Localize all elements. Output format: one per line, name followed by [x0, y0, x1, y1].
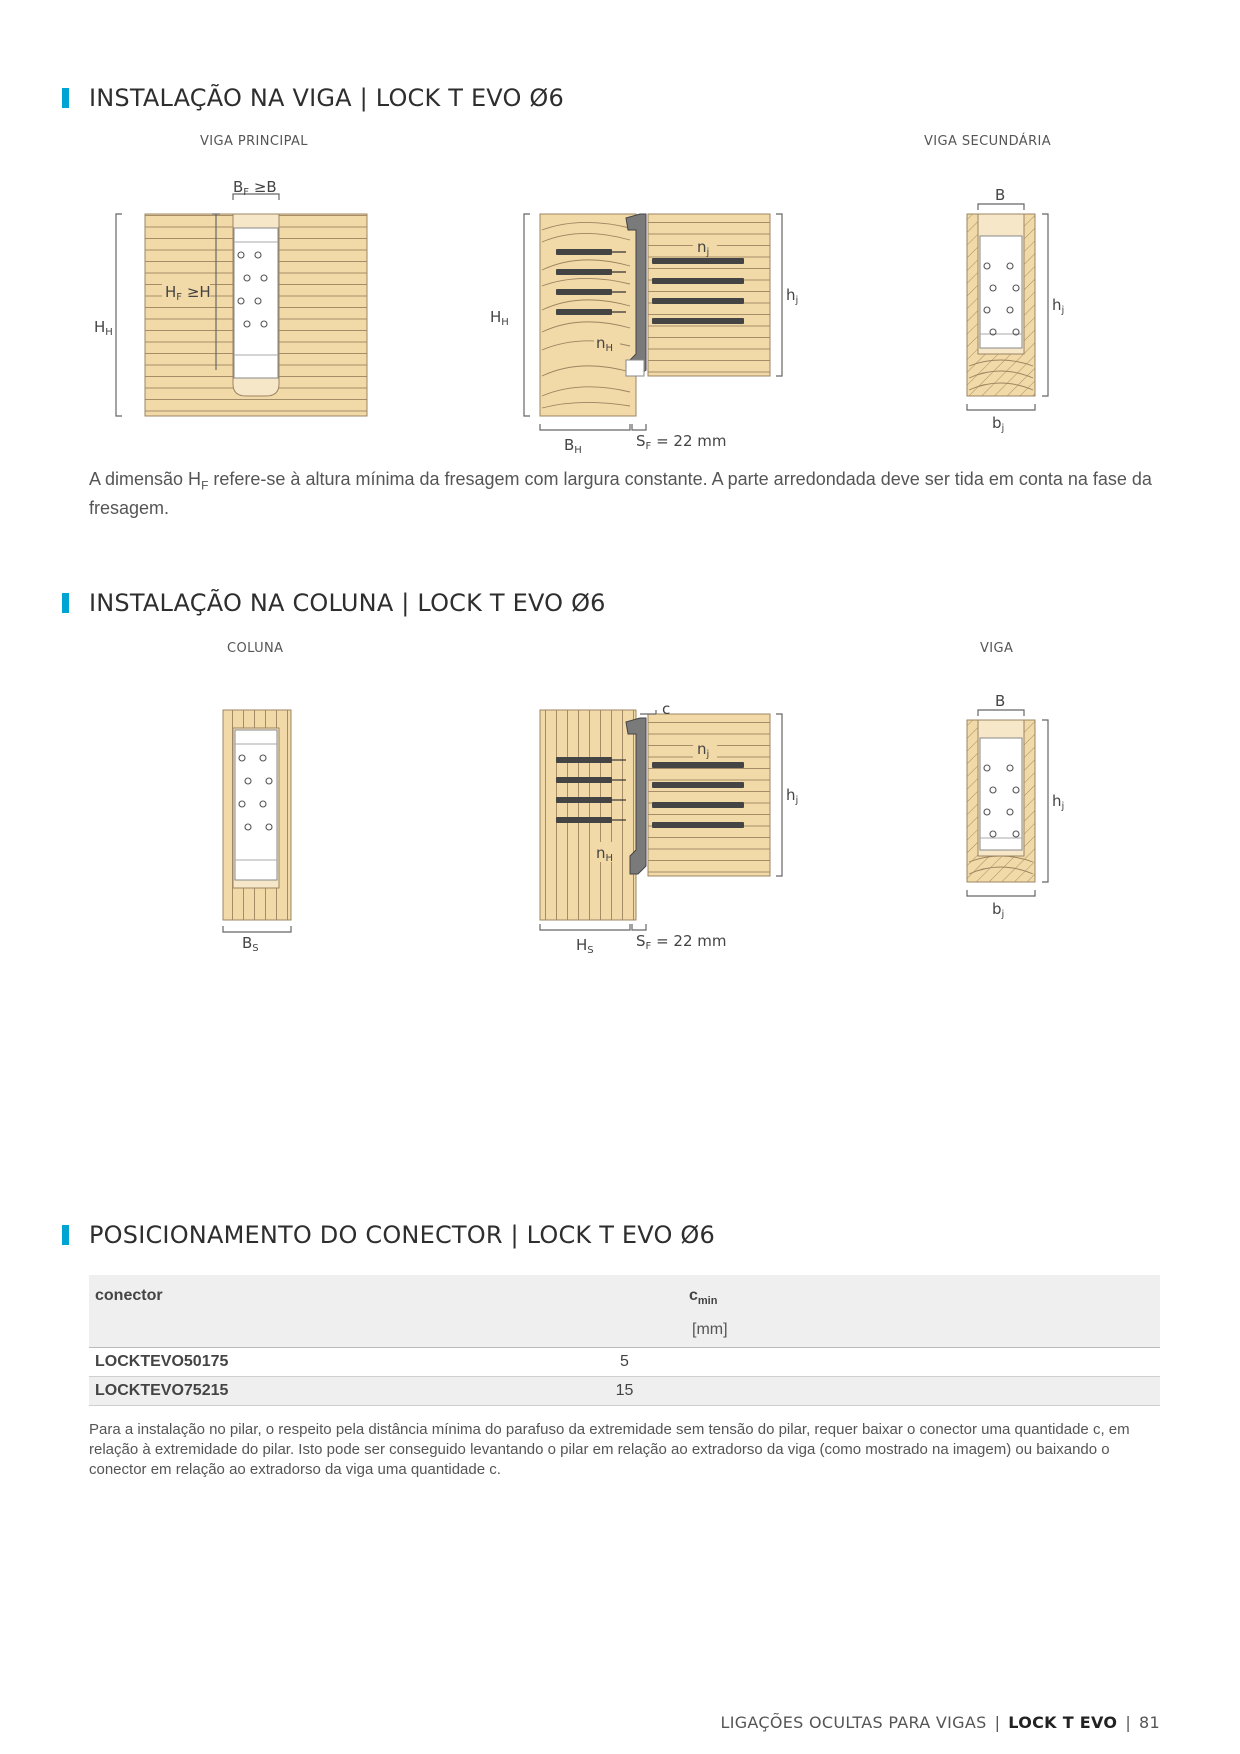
dim-hh: HH [94, 318, 113, 338]
dim-hf: HF ≥H [165, 283, 211, 303]
figure-column-front: BS [222, 709, 292, 954]
row-cmin: 15 [615, 1382, 634, 1399]
label-main-beam: VIGA PRINCIPAL [200, 134, 308, 149]
dim-c: c [662, 700, 670, 718]
table-row: LOCKTEVO75215 15 [89, 1377, 1160, 1406]
dim-sf: SF = 22 mm [636, 432, 726, 452]
dim-b: B [995, 186, 1005, 204]
dim-hj: hj [786, 286, 798, 306]
section-title-beam: INSTALAÇÃO NA VIGA | LOCK T EVO Ø6 [62, 84, 564, 112]
header-cmin: cmin [689, 1287, 718, 1308]
dim-bj: bj [992, 414, 1004, 434]
dim-hj-col: hj [786, 786, 798, 806]
page-number: 81 [1139, 1713, 1160, 1732]
section-title-positioning: POSICIONAMENTO DO CONECTOR | LOCK T EVO … [62, 1221, 715, 1249]
dim-nj: nj [697, 238, 709, 258]
positioning-note: Para a instalação no pilar, o respeito p… [89, 1421, 1130, 1478]
table-row: LOCKTEVO50175 5 [89, 1348, 1160, 1377]
label-beam: VIGA [980, 641, 1014, 656]
figure-column-joint-side: c nj nH hj HS SF = 22 mm [539, 700, 798, 956]
accent-bar [62, 88, 69, 108]
figure-secondary-beam-end: B hj bj [966, 186, 1064, 434]
page-footer: LIGAÇÕES OCULTAS PARA VIGAS|LOCK T EVO|8… [720, 1713, 1160, 1732]
dim-bs: BS [242, 934, 259, 954]
dim-nh-col: nH [596, 844, 613, 864]
label-secondary-beam: VIGA SECUNDÁRIA [924, 134, 1052, 149]
figure-beam-end: B hj bj [966, 692, 1064, 920]
dim-nj-col: nj [697, 740, 709, 760]
dim-bf: BF ≥B [233, 178, 277, 198]
dim-nh: nH [596, 334, 613, 354]
section-title-column: INSTALAÇÃO NA COLUNA | LOCK T EVO Ø6 [62, 589, 606, 617]
dim-bh: BH [564, 436, 582, 456]
dim-hs: HS [576, 936, 594, 956]
dim-hh-side: HH [490, 308, 509, 328]
label-column: COLUNA [227, 641, 284, 656]
dim-hj-end2: hj [1052, 792, 1064, 812]
row-cmin: 5 [620, 1353, 629, 1370]
accent-bar [62, 593, 69, 613]
beam-paragraph: A dimensão HF refere-se à altura mínima … [89, 469, 1152, 518]
header-connector: conector [95, 1287, 163, 1304]
accent-bar [62, 1225, 69, 1245]
dim-hj-end: hj [1052, 296, 1064, 316]
connector-table: conector cmin [mm] LOCKTEVO50175 5 LOCKT… [89, 1275, 1160, 1406]
figure-beam-joint-side: nj nH hj HH BH SF = 22 mm [490, 213, 798, 456]
dim-b-end: B [995, 692, 1005, 710]
dim-sf-col: SF = 22 mm [636, 932, 726, 952]
row-connector: LOCKTEVO75215 [95, 1382, 229, 1399]
row-connector: LOCKTEVO50175 [95, 1353, 229, 1370]
header-unit: [mm] [692, 1321, 728, 1338]
figure-main-beam-front: BF ≥B HF ≥H HH [94, 178, 368, 417]
table-header: conector cmin [mm] [89, 1275, 1160, 1348]
dim-bj-end2: bj [992, 900, 1004, 920]
